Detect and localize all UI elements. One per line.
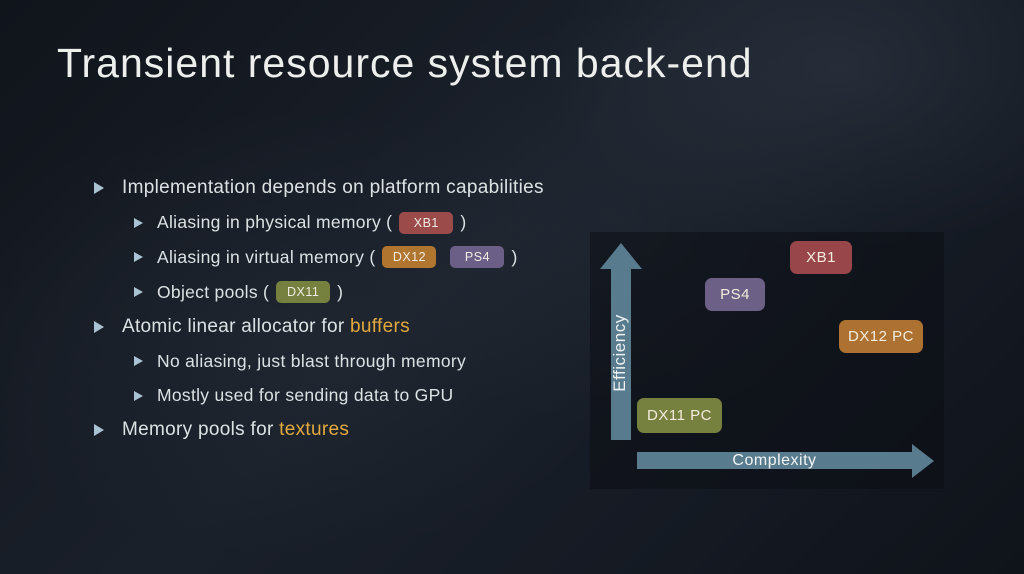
bullet-item: Atomic linear allocator for buffers bbox=[94, 309, 594, 344]
bullet-triangle-icon bbox=[134, 356, 143, 367]
chart-point-badge-dx12-pc: DX12 PC bbox=[839, 320, 923, 353]
bullet-item: Memory pools for textures bbox=[94, 413, 594, 448]
x-axis-label: Complexity bbox=[732, 452, 817, 469]
y-axis-arrow-shaft bbox=[611, 268, 631, 440]
chart-point-badge-xb1: XB1 bbox=[790, 241, 852, 274]
platform-badge-xb1: XB1 bbox=[399, 211, 454, 234]
bullet-triangle-icon bbox=[134, 252, 143, 263]
bullet-triangle-icon bbox=[134, 390, 143, 401]
bullet-item: Aliasing in virtual memory ( DX12 PS4) bbox=[94, 240, 594, 275]
bullet-item: Mostly used for sending data to GPU bbox=[94, 379, 594, 414]
x-axis-arrow-shaft bbox=[637, 452, 912, 469]
bullet-text: Implementation depends on platform capab… bbox=[122, 177, 544, 199]
bullet-text: No aliasing, just blast through memory bbox=[157, 350, 467, 371]
platform-badge-ps4: PS4 bbox=[450, 246, 505, 269]
y-axis-label: Efficiency bbox=[610, 314, 629, 392]
bullet-triangle-icon bbox=[94, 320, 104, 333]
bullet-text: Object pools ( bbox=[157, 281, 270, 302]
bullet-text: Memory pools for bbox=[122, 419, 280, 441]
bullet-triangle-icon bbox=[94, 424, 104, 437]
y-axis-arrow-up-icon bbox=[600, 243, 642, 269]
slide-title: Transient resource system back-end bbox=[57, 40, 753, 86]
bullet-item: No aliasing, just blast through memory bbox=[94, 344, 594, 379]
chart-point-badge-ps4: PS4 bbox=[705, 278, 765, 311]
bullet-text: Aliasing in physical memory ( bbox=[157, 212, 393, 233]
bullet-item: Implementation depends on platform capab… bbox=[94, 171, 594, 206]
bullet-item: Object pools ( DX11) bbox=[94, 275, 594, 310]
platform-badge-dx12: DX12 bbox=[382, 246, 437, 269]
bullet-list: Implementation depends on platform capab… bbox=[94, 171, 594, 448]
bullet-triangle-icon bbox=[134, 287, 143, 298]
bullet-text: ) bbox=[511, 246, 518, 267]
x-axis-arrow-right-icon bbox=[912, 444, 934, 478]
chart-point-badge-dx11-pc: DX11 PC bbox=[637, 398, 722, 433]
bullet-text: Aliasing in virtual memory ( bbox=[157, 246, 376, 267]
bullet-text: Atomic linear allocator for bbox=[122, 315, 351, 337]
bullet-text: Mostly used for sending data to GPU bbox=[157, 385, 454, 406]
platform-badge-dx11: DX11 bbox=[276, 281, 331, 304]
bullet-text: ) bbox=[460, 212, 467, 233]
bullet-item: Aliasing in physical memory ( XB1) bbox=[94, 206, 594, 241]
bullet-triangle-icon bbox=[94, 182, 104, 195]
bullet-text: ) bbox=[337, 281, 344, 302]
bullet-text-accent: textures bbox=[279, 419, 350, 441]
bullet-triangle-icon bbox=[134, 217, 143, 228]
bullet-text-accent: buffers bbox=[350, 315, 410, 337]
